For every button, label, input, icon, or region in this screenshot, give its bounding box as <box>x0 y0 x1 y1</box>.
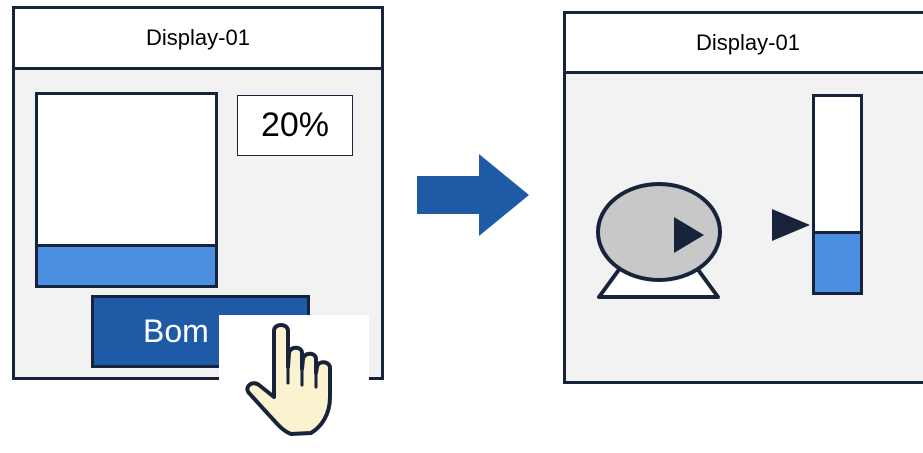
tank-large <box>35 92 218 288</box>
pump-icon <box>596 180 731 310</box>
pointing-hand-icon <box>245 323 332 436</box>
display-panel-left: Display-01 20% Bom <box>12 6 384 380</box>
display-title-left: Display-01 <box>15 9 381 70</box>
pump-button-label: Bom <box>143 313 209 349</box>
display-panel-right: Display-01 <box>563 11 923 384</box>
tank-level-fill <box>38 244 215 285</box>
display-title-right: Display-01 <box>566 14 923 74</box>
tank-small <box>812 94 863 295</box>
triangle-marker-icon <box>772 209 812 246</box>
tank-small-level-fill <box>815 230 860 292</box>
right-arrow-icon <box>417 154 532 241</box>
hand-cursor-area <box>219 315 369 448</box>
level-readout: 20% <box>237 95 353 156</box>
